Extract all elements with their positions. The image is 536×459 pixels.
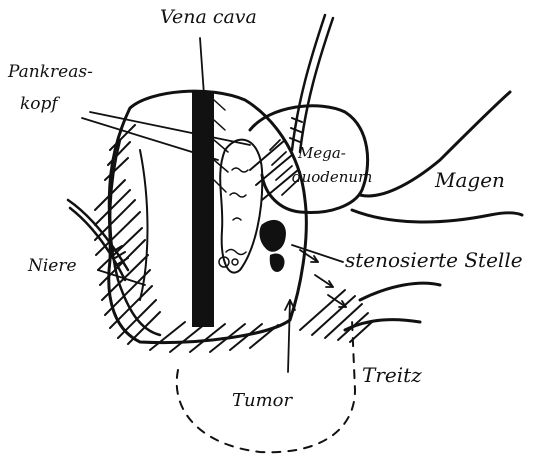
tumor-mass: [260, 220, 286, 251]
label-pankreaskopf-2: kopf: [20, 96, 58, 113]
tumor-mass-2: [270, 253, 285, 271]
treitz-loop-2: [345, 320, 420, 330]
label-megaduodenum-2: duodenum: [292, 170, 372, 185]
leader-stenose: [292, 245, 343, 262]
label-pankreaskopf-1: Pankreas-: [8, 64, 93, 81]
label-treitz: Treitz: [362, 365, 422, 385]
magen-lower: [352, 210, 522, 222]
label-stenosierte-stelle: stenosierte Stelle: [345, 250, 523, 270]
leader-tumor: [288, 300, 290, 372]
label-megaduodenum-1: Mega-: [298, 146, 346, 161]
label-tumor: Tumor: [232, 392, 292, 410]
vena-cava-shape: [192, 92, 214, 327]
leader-vena-cava: [200, 38, 204, 95]
label-niere: Niere: [28, 258, 77, 275]
pankreaskopf-shape: [220, 140, 262, 273]
label-vena-cava: Vena cava: [160, 8, 257, 27]
label-magen: Magen: [435, 170, 505, 190]
stenosis-arrows: [300, 250, 346, 307]
treitz-loop: [360, 283, 440, 300]
